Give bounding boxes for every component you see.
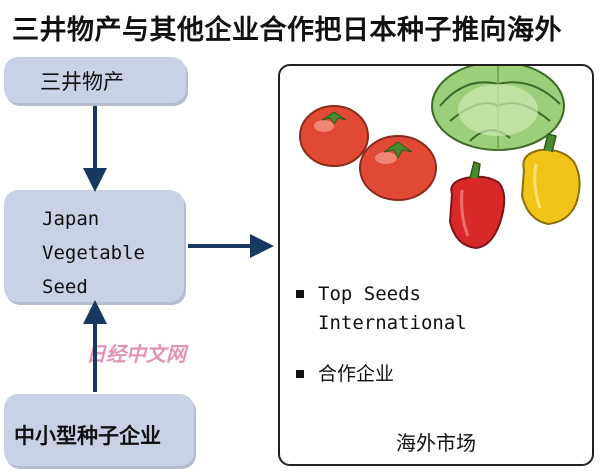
overseas-market-box: Top Seeds International 合作企业 海外市场 (278, 64, 594, 466)
market-list: Top Seeds International 合作企业 (296, 280, 467, 411)
diagram-title: 三井物产与其他企业合作把日本种子推向海外 (12, 15, 562, 46)
cabbage-icon (431, 66, 565, 151)
bullet-icon (296, 290, 304, 298)
vegetables-icon (299, 66, 581, 250)
market-item-text: 合作企业 (318, 363, 395, 385)
node-mitsui-label: 三井物产 (40, 70, 124, 94)
market-item-text: Top Seeds International (318, 283, 467, 334)
list-item: Top Seeds International (296, 280, 467, 338)
tomato-icon (359, 135, 437, 201)
node-jvs-label: Japan Vegetable Seed (42, 208, 145, 298)
tomato-icon (299, 105, 369, 167)
bullet-icon (296, 370, 304, 378)
overseas-market-label: 海外市场 (396, 431, 476, 455)
node-small-seed-companies: 中小型种子企业 (4, 394, 194, 466)
node-japan-vegetable-seed: Japan Vegetable Seed (4, 190, 184, 302)
node-mitsui: 三井物产 (4, 57, 186, 103)
watermark: 日经中文网 (86, 342, 186, 366)
list-item: 合作企业 (296, 360, 467, 389)
yellow-pepper-icon (520, 133, 581, 226)
red-pepper-icon (448, 161, 506, 250)
node-sme-label: 中小型种子企业 (14, 424, 161, 448)
